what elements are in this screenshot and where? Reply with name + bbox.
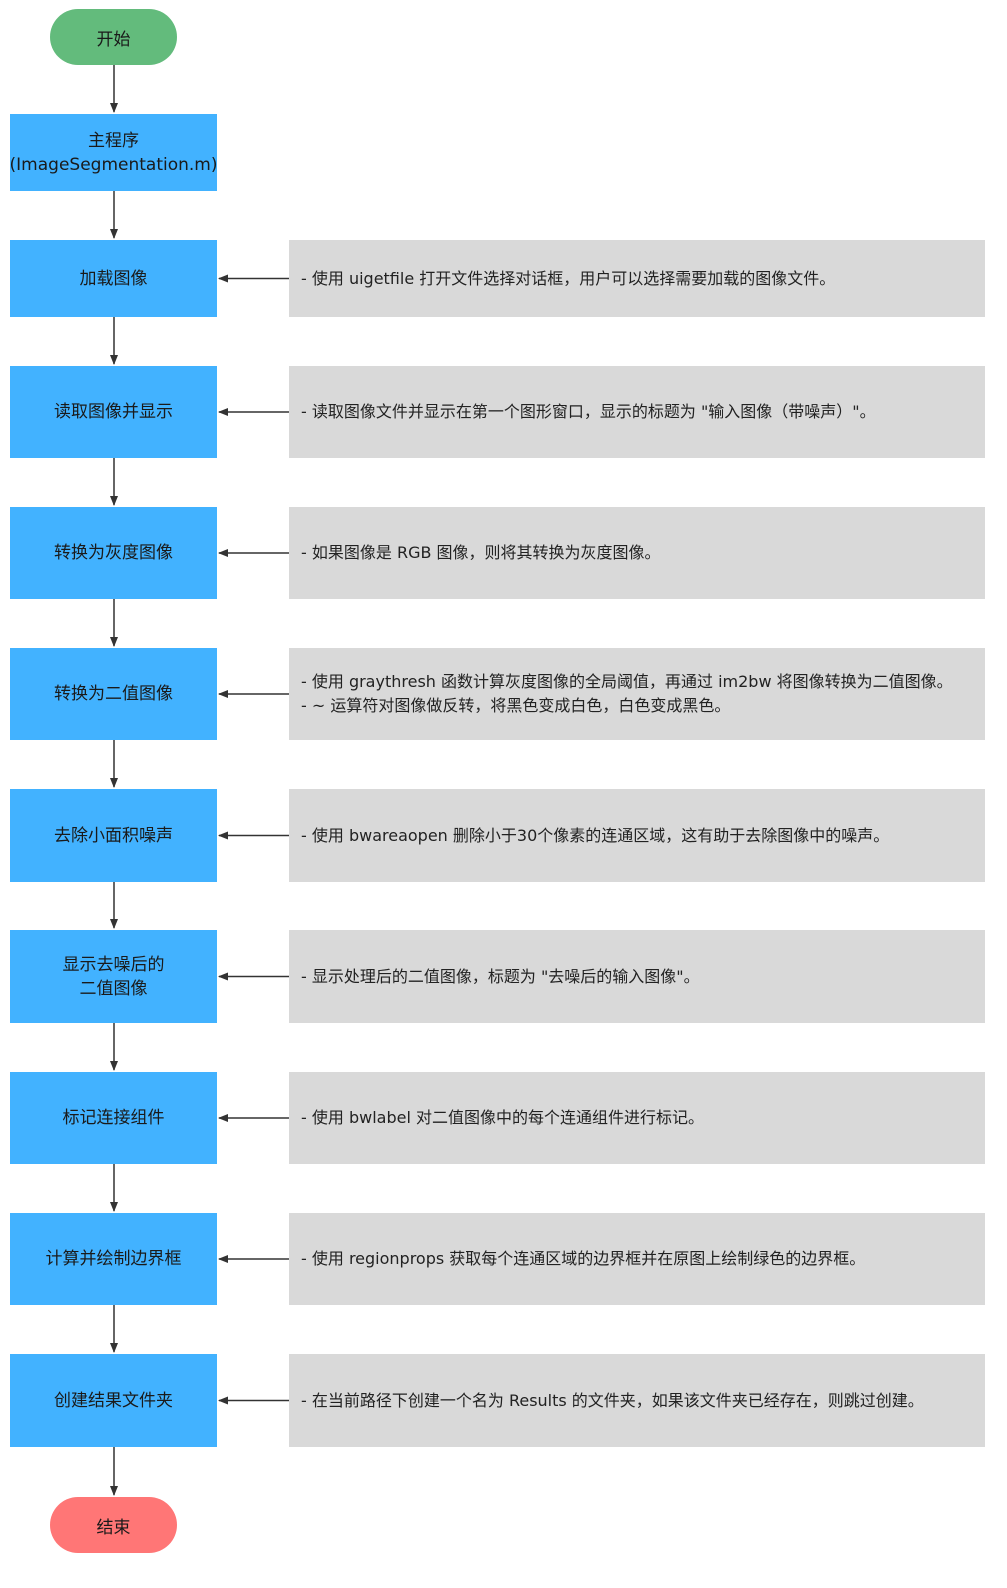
process-step-1: 主程序 (ImageSegmentation.m) bbox=[10, 114, 217, 191]
process-step-label: 计算并绘制边界框 bbox=[45, 1249, 182, 1269]
process-step-label: 转换为灰度图像 bbox=[54, 543, 173, 563]
process-step-label: 标记连接组件 bbox=[62, 1108, 165, 1128]
process-step-label: 显示去噪后的 bbox=[62, 954, 165, 975]
annotation-box-9: - 使用 regionprops 获取每个连通区域的边界框并在原图上绘制绿色的边… bbox=[289, 1213, 985, 1305]
process-step-10: 创建结果文件夹 bbox=[10, 1354, 217, 1447]
annotation-text: - 使用 bwlabel 对二值图像中的每个连通组件进行标记。 bbox=[301, 1108, 704, 1127]
end-node: 结束 bbox=[50, 1497, 177, 1553]
start-label: 开始 bbox=[96, 29, 131, 50]
process-step-label: 转换为二值图像 bbox=[54, 684, 173, 704]
process-step-5: 转换为二值图像 bbox=[10, 648, 217, 740]
process-step-label: 加载图像 bbox=[79, 268, 148, 289]
process-step-2: 加载图像 bbox=[10, 240, 217, 317]
process-step-6: 去除小面积噪声 bbox=[10, 789, 217, 882]
start-node: 开始 bbox=[50, 9, 177, 65]
process-step-9: 计算并绘制边界框 bbox=[10, 1213, 217, 1305]
annotation-text: - 使用 regionprops 获取每个连通区域的边界框并在原图上绘制绿色的边… bbox=[301, 1249, 866, 1268]
process-step-label: 创建结果文件夹 bbox=[54, 1390, 173, 1411]
annotation-text: - 如果图像是 RGB 图像，则将其转换为灰度图像。 bbox=[301, 543, 661, 562]
annotation-box-6: - 使用 bwareaopen 删除小于30个像素的连通区域，这有助于去除图像中… bbox=[289, 789, 985, 882]
process-step-label: 去除小面积噪声 bbox=[54, 825, 173, 846]
annotation-text: - 读取图像文件并显示在第一个图形窗口，显示的标题为 "输入图像（带噪声）"。 bbox=[301, 402, 876, 421]
annotation-text: - ~ 运算符对图像做反转，将黑色变成白色，白色变成黑色。 bbox=[301, 696, 731, 715]
annotation-text: - 使用 uigetfile 打开文件选择对话框，用户可以选择需要加载的图像文件… bbox=[301, 268, 836, 288]
annotation-text: - 使用 graythresh 函数计算灰度图像的全局阈值，再通过 im2bw … bbox=[301, 672, 953, 691]
annotation-box-5: - 使用 graythresh 函数计算灰度图像的全局阈值，再通过 im2bw … bbox=[289, 648, 985, 740]
annotation-text: - 显示处理后的二值图像，标题为 "去噪后的输入图像"。 bbox=[301, 966, 700, 986]
process-step-label: 主程序 bbox=[88, 130, 139, 151]
annotation-box-7: - 显示处理后的二值图像，标题为 "去噪后的输入图像"。 bbox=[289, 930, 985, 1023]
process-step-8: 标记连接组件 bbox=[10, 1072, 217, 1164]
annotation-text: - 在当前路径下创建一个名为 Results 的文件夹，如果该文件夹已经存在，则… bbox=[301, 1390, 924, 1410]
annotation-box-3: - 读取图像文件并显示在第一个图形窗口，显示的标题为 "输入图像（带噪声）"。 bbox=[289, 366, 985, 458]
process-step-3: 读取图像并显示 bbox=[10, 366, 217, 458]
annotation-text: - 使用 bwareaopen 删除小于30个像素的连通区域，这有助于去除图像中… bbox=[301, 825, 890, 845]
annotation-box-8: - 使用 bwlabel 对二值图像中的每个连通组件进行标记。 bbox=[289, 1072, 985, 1164]
annotation-box-4: - 如果图像是 RGB 图像，则将其转换为灰度图像。 bbox=[289, 507, 985, 599]
end-label: 结束 bbox=[96, 1517, 131, 1538]
process-step-label: (ImageSegmentation.m) bbox=[9, 154, 218, 175]
process-step-label: 二值图像 bbox=[79, 978, 148, 999]
annotation-box-2: - 使用 uigetfile 打开文件选择对话框，用户可以选择需要加载的图像文件… bbox=[289, 240, 985, 317]
process-step-label: 读取图像并显示 bbox=[54, 402, 173, 422]
process-step-4: 转换为灰度图像 bbox=[10, 507, 217, 599]
annotation-box-10: - 在当前路径下创建一个名为 Results 的文件夹，如果该文件夹已经存在，则… bbox=[289, 1354, 985, 1447]
process-step-7: 显示去噪后的二值图像 bbox=[10, 930, 217, 1023]
